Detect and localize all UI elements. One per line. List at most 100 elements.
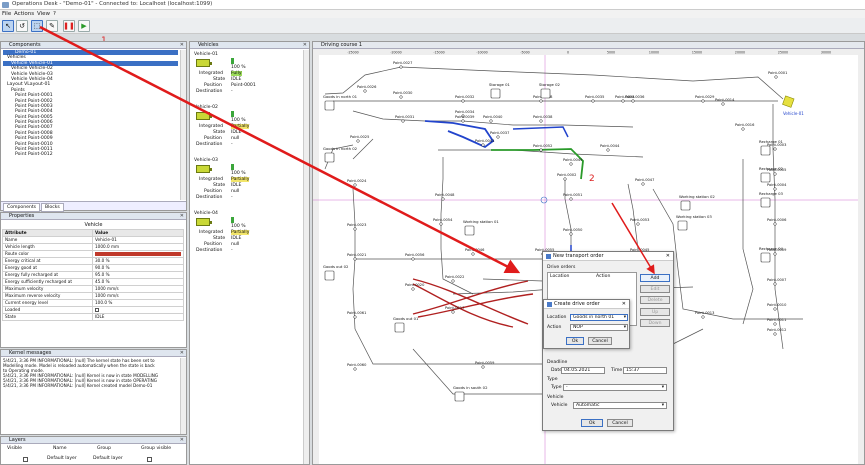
location-icon[interactable] [760, 197, 771, 208]
course-point[interactable] [773, 307, 777, 311]
tree-item[interactable]: Point Point-0002 [15, 98, 53, 104]
course-point[interactable] [631, 99, 635, 103]
date-input[interactable]: 04.05.2021 [561, 367, 605, 374]
up-button[interactable]: Up [640, 308, 670, 316]
property-value[interactable]: 1000.0 mm [92, 243, 184, 251]
course-point[interactable] [356, 139, 360, 143]
create-order-icon[interactable]: ✎ [46, 20, 58, 32]
tree-item[interactable]: Point Point-0001 [15, 93, 53, 99]
property-value[interactable] [92, 250, 184, 258]
course-point[interactable] [353, 257, 357, 261]
undo-icon[interactable]: ↺ [16, 20, 28, 32]
course-point[interactable] [461, 99, 465, 103]
course-point[interactable] [636, 222, 640, 226]
course-point[interactable] [461, 119, 465, 123]
tab-blocks[interactable]: Blocks [41, 203, 64, 212]
course-point[interactable] [451, 279, 455, 283]
tree-item[interactable]: Point Point-0006 [15, 120, 53, 126]
course-point[interactable] [773, 252, 777, 256]
course-path[interactable] [452, 288, 554, 295]
tree-item[interactable]: Points [11, 87, 25, 93]
course-point[interactable] [569, 162, 573, 166]
tab-components[interactable]: Components [3, 203, 41, 212]
course-point[interactable] [399, 95, 403, 99]
course-point[interactable] [621, 99, 625, 103]
course-point[interactable] [721, 102, 725, 106]
close-icon[interactable]: ✕ [302, 42, 307, 48]
time-input[interactable]: 15:37 [623, 367, 667, 374]
course-point[interactable] [774, 75, 778, 79]
course-path[interactable] [742, 159, 754, 325]
location-icon[interactable] [760, 252, 771, 263]
course-point[interactable] [471, 252, 475, 256]
property-value[interactable]: 30.0 % [92, 257, 184, 265]
ok-button[interactable]: Ok [581, 419, 603, 427]
course-point[interactable] [773, 147, 777, 151]
course-point[interactable] [641, 182, 645, 186]
course-point[interactable] [353, 367, 357, 371]
tree-item[interactable]: Layout VLayout-01 [7, 82, 51, 88]
vehicle-select[interactable]: Automatic▾ [573, 402, 667, 409]
course-point[interactable] [773, 187, 777, 191]
course-point[interactable] [411, 257, 415, 261]
property-value[interactable]: 95.0 % [92, 271, 184, 279]
location-icon[interactable] [394, 322, 405, 333]
course-point[interactable] [539, 99, 543, 103]
property-value[interactable]: 100.0 % [92, 299, 184, 307]
components-scrollbar[interactable] [180, 50, 186, 200]
vehicles-scrollbar[interactable] [303, 50, 309, 464]
course-point[interactable] [563, 177, 567, 181]
course-point[interactable] [773, 172, 777, 176]
vehicle-marker-icon[interactable] [782, 95, 795, 108]
pause-icon[interactable]: ❚❚ [63, 20, 75, 32]
course-point[interactable] [439, 222, 443, 226]
location-icon[interactable] [464, 225, 475, 236]
location-icon[interactable] [760, 172, 771, 183]
menu-view[interactable]: View [37, 11, 51, 17]
location-icon[interactable] [324, 152, 335, 163]
course-point[interactable] [773, 222, 777, 226]
tree-item[interactable]: Point Point-0011 [15, 147, 53, 153]
location-select[interactable]: Goods in north 01▾ [570, 314, 628, 321]
location-icon[interactable] [680, 200, 691, 211]
course-point[interactable] [353, 183, 357, 187]
cancel-button[interactable]: Cancel [588, 337, 612, 345]
tree-item[interactable]: Point Point-0007 [15, 125, 53, 131]
property-value[interactable]: 45.0 % [92, 278, 184, 286]
tree-item[interactable]: Point Point-0010 [15, 141, 53, 147]
course-point[interactable] [399, 65, 403, 69]
property-value[interactable]: 1000 mm/s [92, 285, 184, 293]
property-row[interactable]: Route color [2, 250, 184, 258]
location-icon[interactable] [677, 220, 688, 231]
course-point[interactable] [451, 310, 455, 314]
menu-actions[interactable]: Actions [14, 11, 35, 17]
delete-button[interactable]: Delete [640, 296, 670, 304]
location-icon[interactable] [760, 145, 771, 156]
tree-item[interactable]: Point Point-0004 [15, 109, 53, 115]
course-point[interactable] [569, 232, 573, 236]
cursor-icon[interactable]: ↖ [2, 20, 14, 32]
course-point[interactable] [481, 365, 485, 369]
group-visible-checkbox[interactable] [147, 457, 152, 462]
course-path[interactable] [652, 188, 734, 320]
tree-item[interactable]: Vehicle Vehicle-02 [11, 66, 53, 72]
course-point[interactable] [489, 119, 493, 123]
close-icon[interactable]: ✕ [179, 213, 184, 219]
edit-button[interactable]: Edit [640, 285, 670, 293]
close-icon[interactable]: ✕ [179, 42, 184, 48]
course-point[interactable] [496, 135, 500, 139]
loaded-checkbox[interactable] [95, 308, 99, 312]
menu-help[interactable]: ? [53, 11, 56, 17]
cancel-button[interactable]: Cancel [607, 419, 633, 427]
course-point[interactable] [401, 119, 405, 123]
tree-item[interactable]: Point Point-0012 [15, 152, 53, 158]
tree-item[interactable]: Point Point-0003 [15, 103, 53, 109]
property-value[interactable]: 90.0 % [92, 264, 184, 272]
